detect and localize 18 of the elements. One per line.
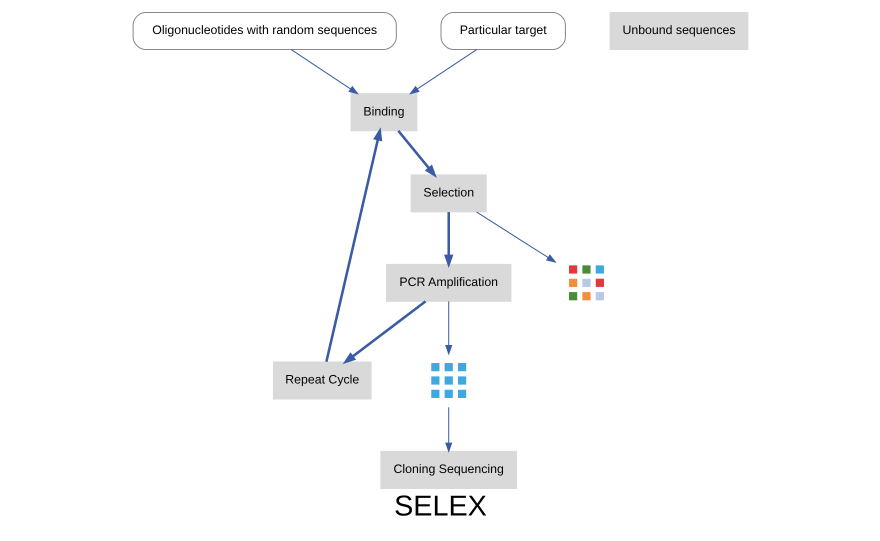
arrow	[324, 127, 382, 362]
node-box: Particular target	[440, 12, 566, 50]
node-box: Unbound sequences	[609, 12, 748, 50]
node-box: Oligonucleotides with random sequences	[132, 12, 396, 50]
node-box: Binding	[350, 93, 417, 132]
diagram-title: SELEX	[394, 490, 486, 523]
arrow	[476, 212, 556, 263]
arrow	[342, 300, 426, 364]
node-box: PCR Amplification	[386, 264, 511, 302]
node-box: Repeat Cycle	[272, 361, 372, 400]
node-box: Selection	[410, 174, 486, 212]
arrow	[444, 212, 453, 268]
arrow	[444, 301, 452, 356]
arrow	[444, 407, 452, 453]
node-box: Cloning Sequencing	[380, 450, 517, 489]
arrow	[290, 49, 358, 94]
arrow	[396, 130, 436, 178]
arrow	[408, 49, 477, 94]
